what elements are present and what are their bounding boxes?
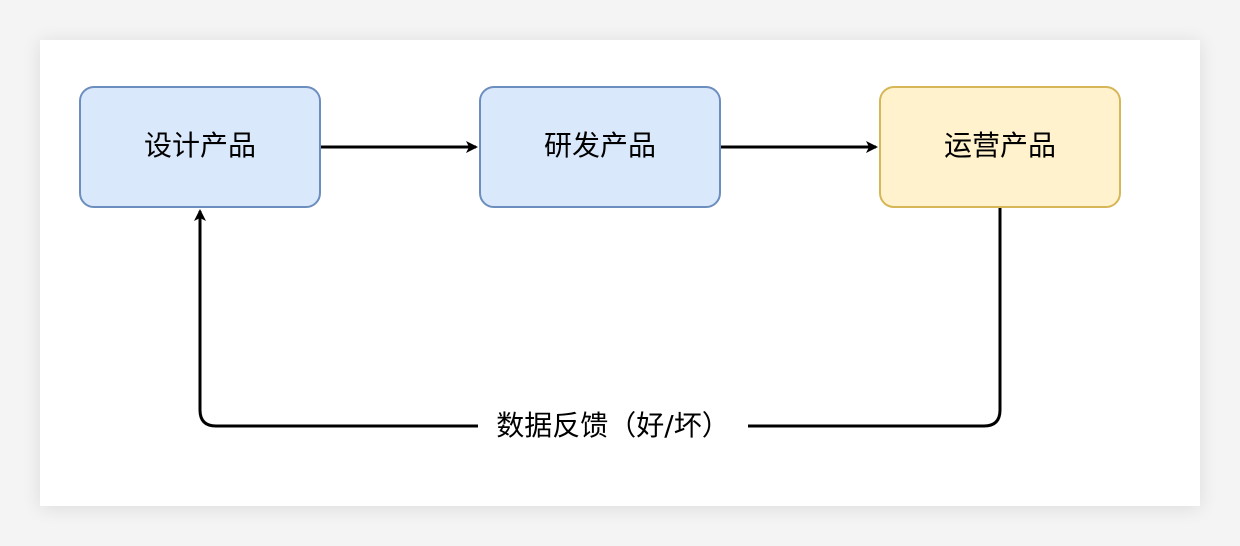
- node-develop[interactable]: 研发产品: [479, 86, 721, 208]
- feedback-label: 数据反馈（好/坏）: [496, 409, 729, 442]
- node-design-label: 设计产品: [144, 129, 256, 162]
- edge-feedback-loop: [194, 207, 1002, 428]
- node-develop-box: [479, 86, 721, 208]
- node-operate-label: 运营产品: [944, 129, 1056, 162]
- node-operate[interactable]: 运营产品: [879, 86, 1121, 208]
- node-design-box: [79, 86, 321, 208]
- node-operate-box: [879, 86, 1121, 208]
- feedback-label-bg: [478, 400, 748, 452]
- node-design[interactable]: 设计产品: [79, 86, 321, 208]
- node-develop-label: 研发产品: [544, 129, 656, 162]
